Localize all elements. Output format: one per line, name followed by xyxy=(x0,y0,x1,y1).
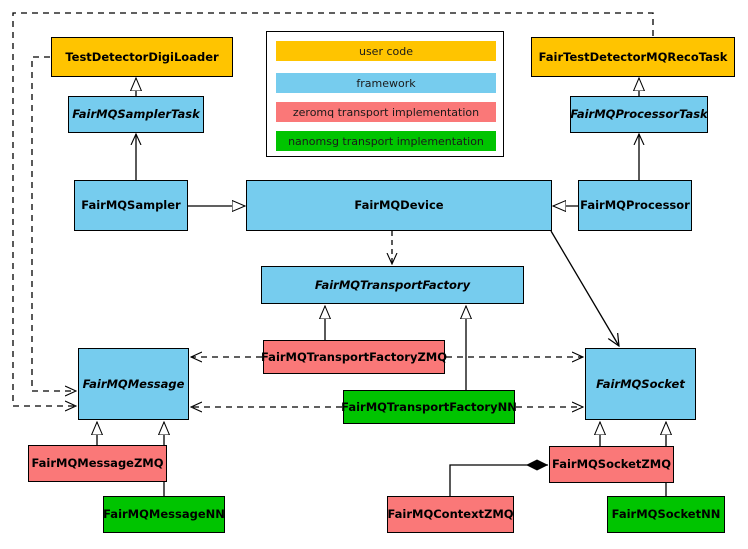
class-label: FairMQSocketZMQ xyxy=(552,457,671,472)
class-box-fairtestdetectormqrecotask[interactable]: FairTestDetectorMQRecoTask xyxy=(531,37,735,77)
class-label: FairMQProcessor xyxy=(580,198,690,213)
class-box-fairmqsamplertask[interactable]: FairMQSamplerTask xyxy=(68,96,204,133)
class-label: FairMQTransportFactory xyxy=(314,277,471,292)
legend-item-label: user code xyxy=(358,44,414,58)
edge-contextzmq-to-socketzmq xyxy=(449,465,548,496)
class-label: FairMQMessageNN xyxy=(103,507,225,522)
legend-item-label: zeromq transport implementation xyxy=(292,105,480,119)
class-box-fairmqsocket[interactable]: FairMQSocket xyxy=(585,348,696,420)
class-label: FairMQTransportFactoryNN xyxy=(341,399,517,414)
class-label: FairMQContextZMQ xyxy=(387,507,514,522)
class-box-fairmqmessage[interactable]: FairMQMessage xyxy=(78,348,189,420)
class-box-fairmqsocketzmq[interactable]: FairMQSocketZMQ xyxy=(549,446,674,483)
class-box-testdetectordigiloader[interactable]: TestDetectorDigiLoader xyxy=(51,37,233,77)
class-label: FairMQSampler xyxy=(81,198,181,213)
edge-digiloader-to-message xyxy=(31,56,76,391)
class-label: TestDetectorDigiLoader xyxy=(65,49,219,64)
class-label: FairMQSocket xyxy=(596,376,685,391)
legend-item-label: framework xyxy=(356,76,416,90)
class-label: FairMQMessageZMQ xyxy=(31,456,164,471)
class-box-fairmqsocketnn[interactable]: FairMQSocketNN xyxy=(607,496,725,533)
class-label: FairMQTransportFactoryZMQ xyxy=(261,349,448,364)
edge-device-to-socket xyxy=(550,230,619,346)
class-box-fairmqmessagezmq[interactable]: FairMQMessageZMQ xyxy=(28,445,167,482)
legend-item-user-code: user code xyxy=(276,41,496,61)
legend-item-nanomsg: nanomsg transport implementation xyxy=(276,131,496,151)
class-label: FairMQProcessorTask xyxy=(570,107,708,122)
legend-item-framework: framework xyxy=(276,73,496,93)
class-box-fairmqmessagenn[interactable]: FairMQMessageNN xyxy=(103,496,225,533)
class-label: FairMQMessage xyxy=(82,376,185,391)
legend-item-zeromq: zeromq transport implementation xyxy=(276,102,496,122)
edge-recotask-to-message xyxy=(12,12,654,406)
class-box-fairmqtransportfactory[interactable]: FairMQTransportFactory xyxy=(261,266,524,304)
class-box-fairmqsampler[interactable]: FairMQSampler xyxy=(74,180,188,231)
class-box-fairmqprocessortask[interactable]: FairMQProcessorTask xyxy=(570,96,708,133)
class-box-fairmqdevice[interactable]: FairMQDevice xyxy=(246,180,552,231)
class-box-fairmqprocessor[interactable]: FairMQProcessor xyxy=(578,180,692,231)
class-label: FairMQDevice xyxy=(354,198,444,213)
class-box-fairmqtransportfactorynn[interactable]: FairMQTransportFactoryNN xyxy=(341,390,517,424)
legend-box: user code framework zeromq transport imp… xyxy=(266,31,504,157)
class-box-fairmqtransportfactoryzmq[interactable]: FairMQTransportFactoryZMQ xyxy=(261,340,447,374)
class-box-fairmqcontextzmq[interactable]: FairMQContextZMQ xyxy=(387,496,514,533)
class-label: FairMQSocketNN xyxy=(611,507,721,522)
class-label: FairMQSamplerTask xyxy=(72,107,200,122)
legend-item-label: nanomsg transport implementation xyxy=(288,134,484,148)
class-label: FairTestDetectorMQRecoTask xyxy=(538,49,728,64)
